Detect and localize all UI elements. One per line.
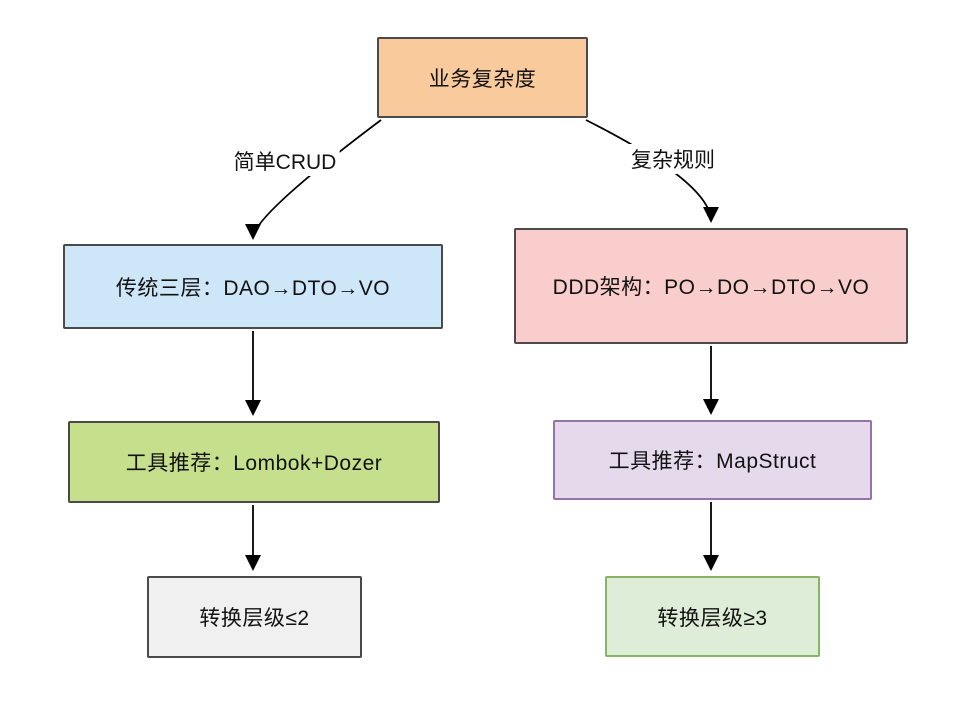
- node-traditional-three-layer: 传统三层：DAO→DTO→VO: [63, 244, 443, 329]
- node-conversion-levels-max2: 转换层级≤2: [147, 576, 362, 658]
- edge-label-complex-rules: 复杂规则: [628, 144, 718, 174]
- edge-label-simple-crud: 简单CRUD: [230, 146, 340, 176]
- node-conversion-levels-min3: 转换层级≥3: [605, 576, 820, 657]
- node-ddd-architecture: DDD架构：PO→DO→DTO→VO: [514, 228, 908, 344]
- edge-root-to-traditional: [245, 119, 382, 240]
- node-tool-mapstruct: 工具推荐：MapStruct: [553, 420, 872, 500]
- node-business-complexity: 业务复杂度: [377, 37, 588, 118]
- node-tool-lombok-dozer: 工具推荐：Lombok+Dozer: [68, 421, 440, 503]
- edge-root-to-ddd: [585, 119, 719, 223]
